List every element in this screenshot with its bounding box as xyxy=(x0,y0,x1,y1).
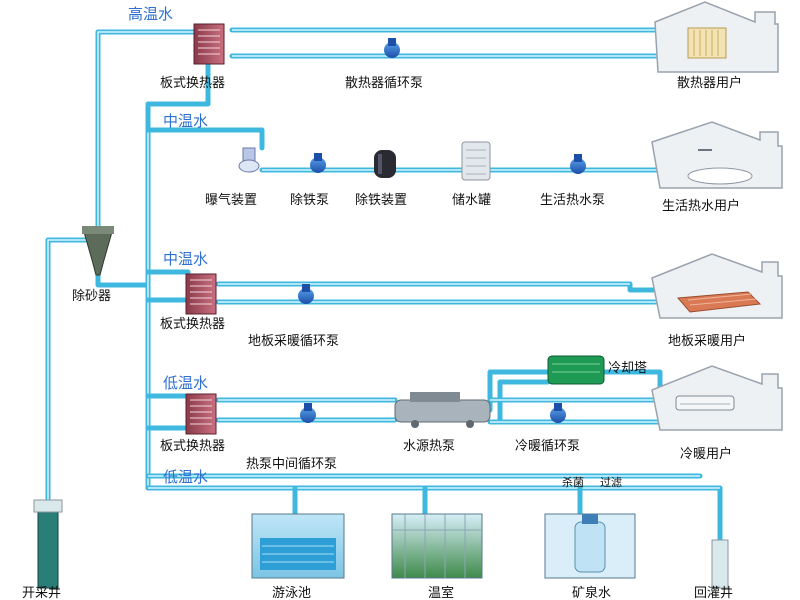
hx2-label: 板式换热器 xyxy=(160,317,225,332)
cooling-tower-label: 冷却塔 xyxy=(608,361,647,376)
aerator-icon xyxy=(238,147,260,173)
iron-removal-pump-icon xyxy=(310,153,326,173)
tier-label-high: 高温水 xyxy=(128,5,173,23)
iron-removal-device-icon xyxy=(374,150,396,178)
greenhouse-photo xyxy=(391,513,483,579)
desander-icon xyxy=(82,226,114,276)
recharge-well-label: 回灌井 xyxy=(694,586,733,600)
radiator-pump-label: 散热器循环泵 xyxy=(345,76,423,91)
mineral-label: 矿泉水 xyxy=(572,585,611,600)
production-well-label: 开采井 xyxy=(22,586,61,600)
hx1-label: 板式换热器 xyxy=(160,76,225,91)
floor-heating-user-house xyxy=(651,253,783,319)
cooling-tower-icon xyxy=(547,355,605,385)
water-heatpump-label: 水源热泵 xyxy=(403,439,455,454)
sterilize-label: 杀菌 xyxy=(562,475,584,489)
plate-heat-exchanger-icon xyxy=(185,273,217,315)
hot-water-pump-label: 生活热水泵 xyxy=(540,193,605,208)
swimming-pool-photo xyxy=(251,513,345,579)
cooling-user-label: 冷暖用户 xyxy=(680,446,732,462)
storage-tank-icon xyxy=(461,141,491,181)
cooling-user-house xyxy=(651,365,783,431)
mineral-water-photo xyxy=(544,513,636,579)
iron-device-label: 除铁装置 xyxy=(355,193,407,208)
floor-user-label: 地板采暖用户 xyxy=(668,333,746,349)
heat-pump-circulation-pump-icon xyxy=(300,403,316,423)
radiator-pump-icon xyxy=(384,38,400,58)
production-well-icon xyxy=(33,499,63,589)
tier-label-mid-2: 中温水 xyxy=(163,250,208,268)
cooling-heating-pump-icon xyxy=(550,403,566,423)
floor-heating-pump-icon xyxy=(298,284,314,304)
heatpump-pump-label: 热泵中间循环泵 xyxy=(246,457,337,472)
hot-water-pump-icon xyxy=(570,154,586,174)
radiator-user-house xyxy=(654,1,779,73)
tier-label-low-2: 低温水 xyxy=(163,468,208,486)
aerator-label: 曝气装置 xyxy=(205,192,257,208)
recharge-well-icon xyxy=(711,539,729,589)
plate-heat-exchanger-icon xyxy=(193,23,225,65)
hot-water-user-house xyxy=(651,121,783,189)
hot-water-user-label: 生活热水用户 xyxy=(662,198,740,214)
greenhouse-label: 温室 xyxy=(428,585,454,600)
desander-label: 除砂器 xyxy=(72,289,111,304)
hx3-label: 板式换热器 xyxy=(160,439,225,454)
pool-label: 游泳池 xyxy=(272,586,311,600)
plate-heat-exchanger-icon xyxy=(185,393,217,435)
water-source-heat-pump-icon xyxy=(394,392,491,428)
radiator-user-label: 散热器用户 xyxy=(677,75,742,91)
iron-pump-label: 除铁泵 xyxy=(290,193,329,208)
floor-pump-label: 地板采暖循环泵 xyxy=(248,334,339,349)
cool-pump-label: 冷暖循环泵 xyxy=(515,439,580,454)
pipe-network xyxy=(45,27,723,573)
tank-label: 储水罐 xyxy=(452,193,491,208)
tier-label-low-1: 低温水 xyxy=(163,374,208,392)
tier-label-mid-1: 中温水 xyxy=(163,112,208,130)
filter-label: 过滤 xyxy=(600,476,622,489)
